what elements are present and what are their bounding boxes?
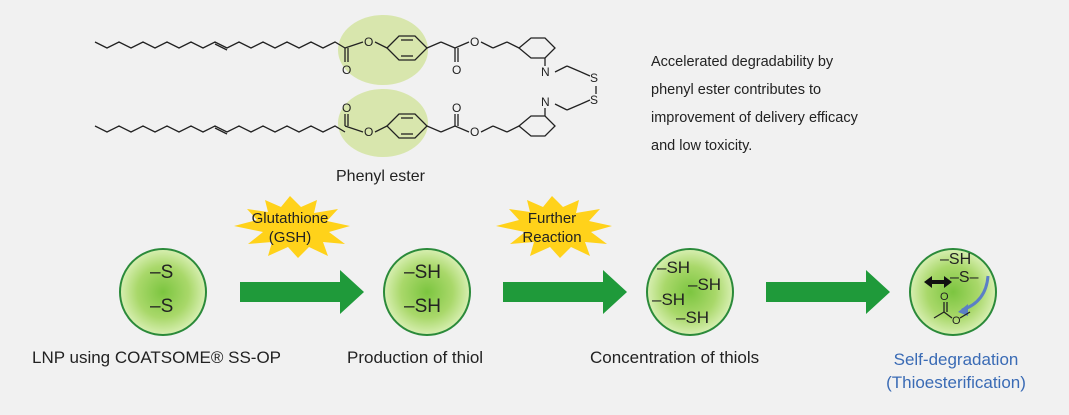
step-caption-concentration: Concentration of thiols [590,348,760,367]
step-arrow-3 [766,270,890,314]
oxygen-atom-label: O [952,315,961,327]
reaction-label-line: Further [527,210,577,227]
description-line: and low toxicity. [651,138,753,154]
oxygen-atom-label: O [364,125,373,139]
description-line: Accelerated degradability by [651,54,834,70]
reaction-burst-further [496,196,612,258]
sulfur-atom-label: S [590,71,598,85]
step-caption-thiol: Production of thiol [347,348,484,367]
caption-line: Self-degradation [893,350,1019,369]
circle-group-label: –SH [676,308,710,327]
description-text: Accelerated degradability by phenyl este… [651,48,951,160]
thiols-concentration-circle [646,248,734,336]
oxygen-atom-label: O [470,125,479,139]
sulfur-atom-label: S [590,93,598,107]
description-line: improvement of delivery efficacy [651,110,858,126]
reaction-label-further: Further Reaction [510,209,594,247]
step-caption-self-degradation: Self-degradation (Thioesterification) [866,348,1046,394]
circle-group-label: –S [150,262,174,283]
lnp-circle [119,248,207,336]
circle-group-label: –SH [688,275,722,294]
circle-group-label: –SH [940,251,972,268]
oxygen-atom-label: O [470,35,479,49]
step-arrow-1 [240,270,364,314]
caption-line: (Thioesterification) [886,373,1026,392]
nitrogen-atom-label: N [541,65,550,79]
phenyl-ester-highlight-top [338,15,428,85]
molecule-structure [94,35,597,139]
oxygen-atom-label: O [342,63,351,77]
reaction-label-glutathione: Glutathione (GSH) [250,209,330,247]
thioester-detail: O O [924,275,990,327]
curved-arrow-head [958,304,968,316]
reaction-label-line: Reaction [522,229,582,246]
thiol-circle [383,248,471,336]
reaction-burst-glutathione [234,196,350,258]
step-caption-lnp: LNP using COATSOME® SS-OP [32,348,282,367]
self-degradation-circle [909,248,997,336]
circle-group-label: –SH [404,262,441,283]
reaction-label-line: Glutathione [251,210,329,227]
circle-group-label: –SH [652,290,686,309]
circle-group-label: –SH [657,258,691,277]
phenyl-ester-label: Phenyl ester [336,168,425,185]
step-arrow-2 [503,270,627,314]
oxygen-atom-label: O [342,101,351,115]
circle-group-label: –SH [404,296,441,317]
oxygen-atom-label: O [364,35,373,49]
reaction-label-line: (GSH) [268,229,312,246]
nitrogen-atom-label: N [541,95,550,109]
circle-group-label: –S– [950,269,979,286]
oxygen-atom-label: O [452,101,461,115]
oxygen-atom-label: O [452,63,461,77]
oxygen-atom-label: O [940,291,949,303]
description-line: phenyl ester contributes to [651,82,822,98]
double-arrow-icon [924,276,952,288]
phenyl-ester-highlight-bottom [338,89,428,157]
circle-group-label: –S [150,296,174,317]
